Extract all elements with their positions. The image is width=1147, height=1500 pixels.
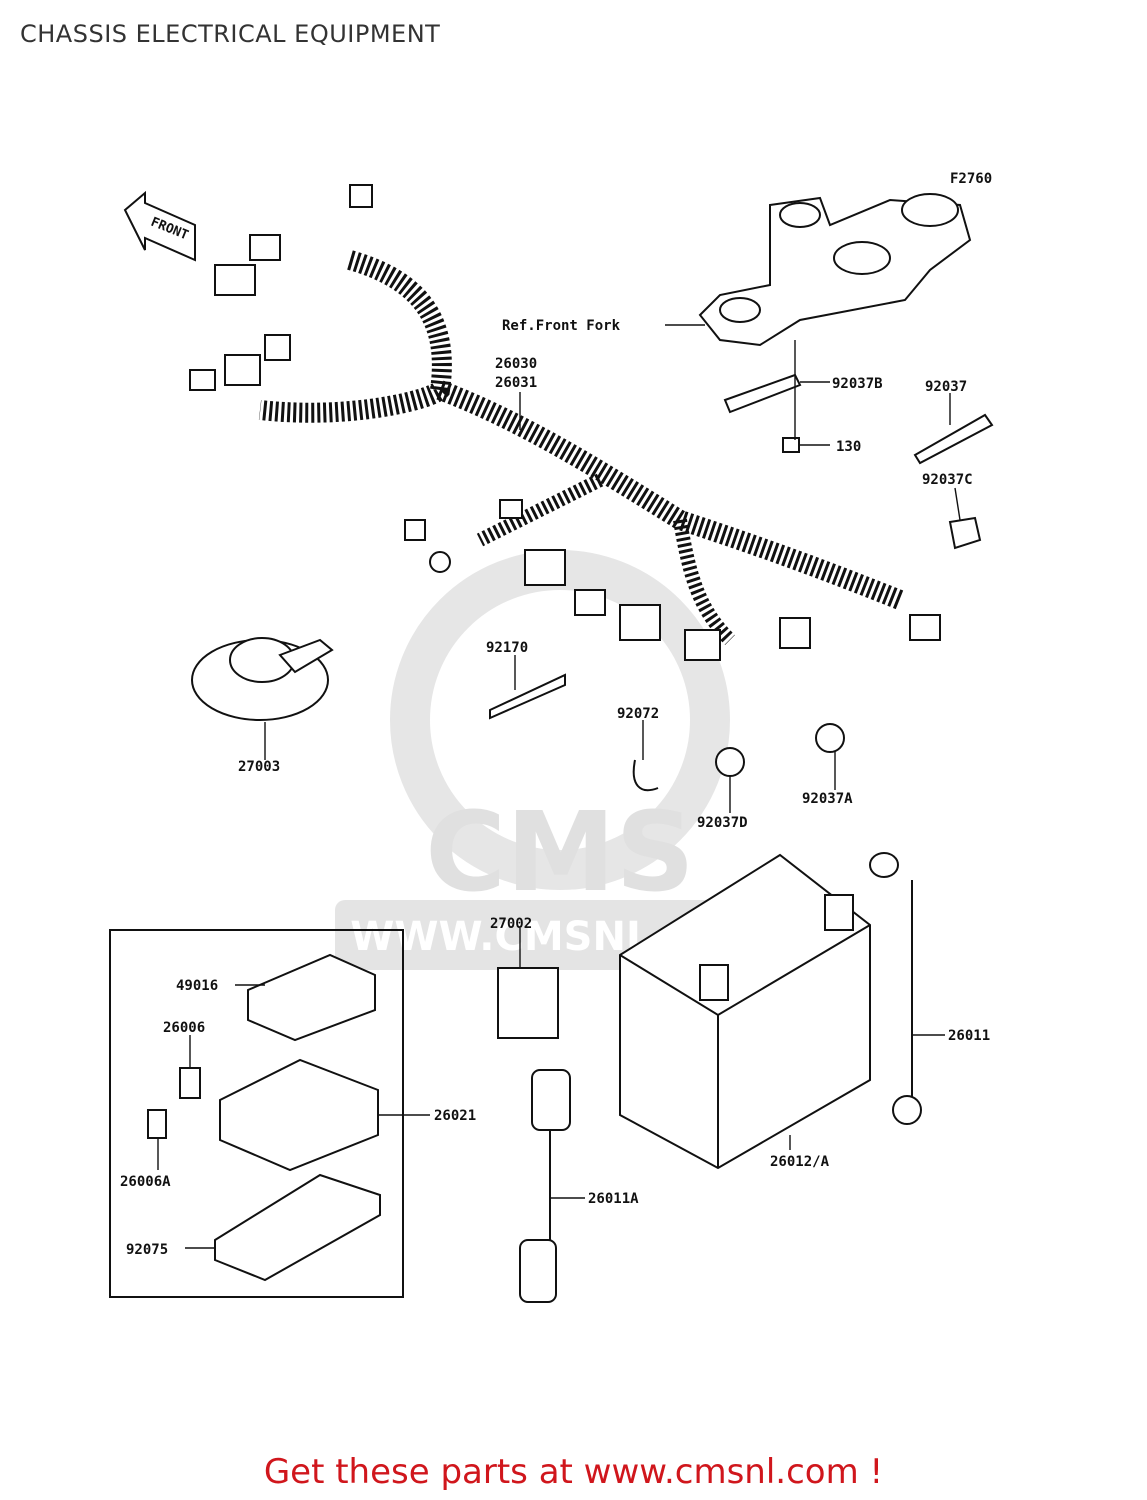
battery <box>619 853 871 1170</box>
callout-26031: 26031 <box>495 375 537 391</box>
bolt-130 <box>782 437 800 453</box>
triple-clamp <box>698 193 972 347</box>
callout-27003: 27003 <box>238 759 280 775</box>
callout-92037C: 92037C <box>922 472 973 488</box>
clamp-92037C <box>948 516 982 550</box>
fuse-26006 <box>179 1067 201 1099</box>
callout-26011: 26011 <box>948 1028 990 1044</box>
callout-92037: 92037 <box>925 379 967 395</box>
callout-26006: 26006 <box>163 1020 205 1036</box>
callout-92037A: 92037A <box>802 791 853 807</box>
fuse-box-cover-49016 <box>247 953 376 1042</box>
band-92170 <box>489 673 566 720</box>
strap-92037B <box>723 373 802 414</box>
horn <box>191 637 334 721</box>
callout-92037D: 92037D <box>697 815 748 831</box>
callout-130: 130 <box>836 439 861 455</box>
fuse-box-group-frame <box>109 929 404 1298</box>
callout-26021: 26021 <box>434 1108 476 1124</box>
callout-26012A: 26012/A <box>770 1154 830 1170</box>
clamp-92037A <box>815 723 845 753</box>
main-harness <box>189 184 941 661</box>
page-title: CHASSIS ELECTRICAL EQUIPMENT <box>20 20 441 48</box>
strap-92037 <box>913 413 994 465</box>
callouts: Ref.Front Fork 26030 26031 92037B 92037 … <box>120 318 990 1258</box>
relay-27002 <box>497 967 559 1039</box>
callout-92037B: 92037B <box>832 376 883 392</box>
cta-link[interactable]: Get these parts at www.cmsnl.com ! <box>263 1452 884 1492</box>
callout-26030: 26030 <box>495 356 537 372</box>
callout-92072: 92072 <box>617 706 659 722</box>
fuse-26006A <box>147 1109 167 1139</box>
callout-ref-front-fork: Ref.Front Fork <box>502 318 621 334</box>
watermark-logo: CMS <box>425 788 694 916</box>
fuse-box-base-92075 <box>214 1173 381 1282</box>
battery-cable-26011A <box>519 1069 571 1303</box>
leader-lines <box>157 324 961 1249</box>
fuse-box-26021 <box>219 1058 379 1172</box>
battery-cable-26011 <box>869 852 922 1125</box>
callout-27002: 27002 <box>490 916 532 932</box>
callout-92075: 92075 <box>126 1242 168 1258</box>
figure-code: F2760 <box>950 171 992 187</box>
band-92072 <box>632 759 659 792</box>
front-arrow-icon: FRONT <box>123 190 196 262</box>
clamp-92037D <box>715 747 745 777</box>
callout-26011A: 26011A <box>588 1191 639 1207</box>
callout-92170: 92170 <box>486 640 528 656</box>
callout-49016: 49016 <box>176 978 218 994</box>
callout-26006A: 26006A <box>120 1174 171 1190</box>
